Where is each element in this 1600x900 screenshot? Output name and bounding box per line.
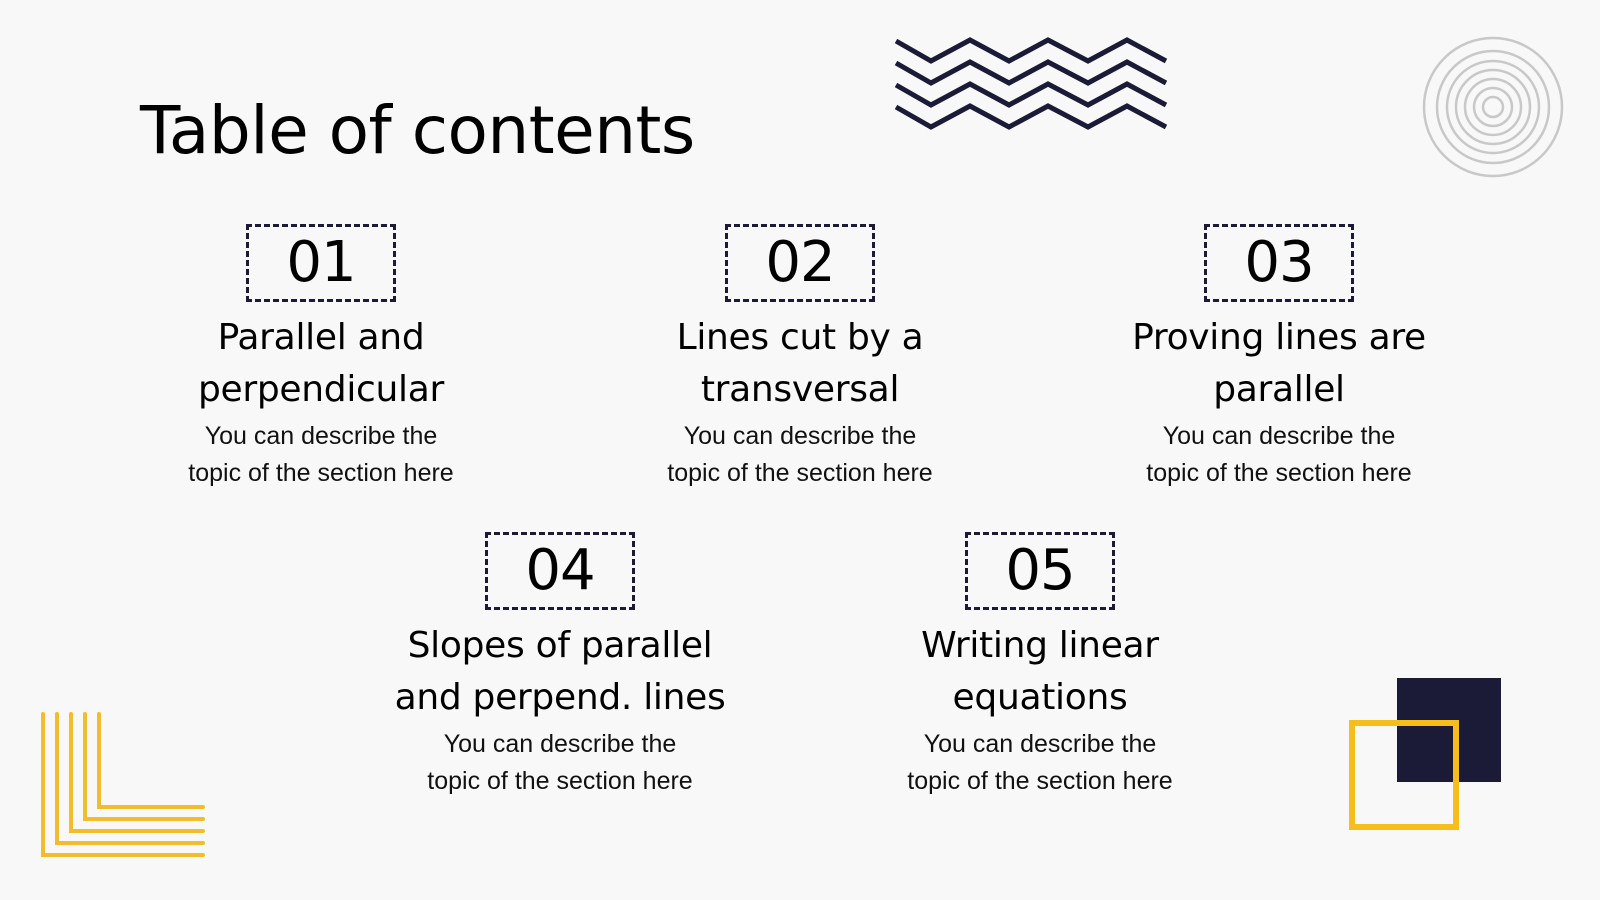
section-title-line: Proving lines are [1132,317,1426,358]
section-description: You can describe the topic of the sectio… [840,726,1240,800]
section-title-line: Lines cut by a [676,317,924,358]
yellow-square-outline-icon [1349,720,1459,830]
section-description-line: You can describe the [443,730,677,758]
section-title-line: transversal [700,369,900,410]
section-description-line: You can describe the [1162,422,1396,450]
section-title-line: parallel [1213,369,1345,410]
section-description-line: You can describe the [683,422,917,450]
toc-item-04: 04 Slopes of parallel and perpend. lines… [360,532,760,800]
section-number-box: 04 [485,532,635,610]
section-title: Parallel and perpendicular [121,312,521,416]
section-title: Slopes of parallel and perpend. lines [360,620,760,724]
toc-item-02: 02 Lines cut by a transversal You can de… [600,224,1000,492]
section-description-line: topic of the section here [667,459,933,487]
navy-square-icon [1397,678,1501,782]
toc-item-01: 01 Parallel and perpendicular You can de… [121,224,521,492]
toc-item-05: 05 Writing linear equations You can desc… [840,532,1240,800]
section-number-box: 01 [246,224,396,302]
section-description: You can describe the topic of the sectio… [600,418,1000,492]
section-title-line: perpendicular [197,369,445,410]
page-title: Table of contents [140,92,695,169]
section-description-line: topic of the section here [1146,459,1412,487]
section-description-line: You can describe the [923,730,1157,758]
section-title-line: Writing linear [921,625,1159,666]
section-number-box: 03 [1204,224,1354,302]
section-description-line: topic of the section here [907,767,1173,795]
section-title-line: equations [952,677,1128,718]
section-title-line: Slopes of parallel [407,625,713,666]
section-title: Proving lines are parallel [1079,312,1479,416]
section-description: You can describe the topic of the sectio… [360,726,760,800]
section-title: Lines cut by a transversal [600,312,1000,416]
corner-lines-icon [41,712,205,857]
toc-item-03: 03 Proving lines are parallel You can de… [1079,224,1479,492]
section-title-line: and perpend. lines [394,677,726,718]
section-number-box: 05 [965,532,1115,610]
section-title: Writing linear equations [840,620,1240,724]
section-description: You can describe the topic of the sectio… [121,418,521,492]
zigzag-lines-icon [894,37,1168,130]
section-description: You can describe the topic of the sectio… [1079,418,1479,492]
section-title-line: Parallel and [217,317,425,358]
section-description-line: topic of the section here [427,767,693,795]
section-number-box: 02 [725,224,875,302]
section-description-line: topic of the section here [188,459,454,487]
concentric-circles-icon [1422,36,1564,178]
section-description-line: You can describe the [204,422,438,450]
